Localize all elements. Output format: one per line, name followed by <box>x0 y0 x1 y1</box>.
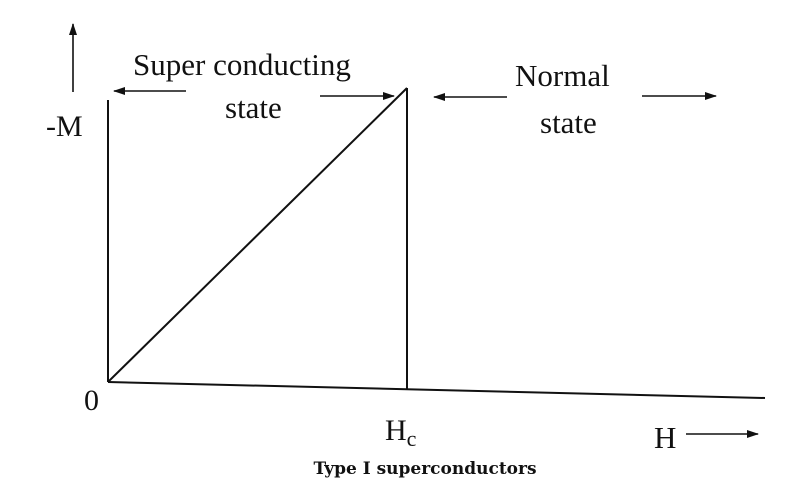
x-axis-line <box>107 381 766 399</box>
figure-caption: Type I superconductors <box>313 459 536 479</box>
superconducting-label-line2: state <box>225 90 282 125</box>
origin-label: 0 <box>84 384 99 417</box>
critical-field-label: Hc <box>385 414 417 451</box>
critical-field-label-base: H <box>385 414 407 447</box>
superconducting-label-line1: Super conducting <box>133 47 351 82</box>
normal-label-line1: Normal <box>515 58 610 93</box>
magnetization-ramp-line <box>107 87 408 383</box>
y-axis-label: -M <box>46 110 83 143</box>
critical-field-label-subscript: c <box>407 426 417 451</box>
x-axis-label: H <box>654 420 676 455</box>
normal-label-line2: state <box>540 105 597 140</box>
